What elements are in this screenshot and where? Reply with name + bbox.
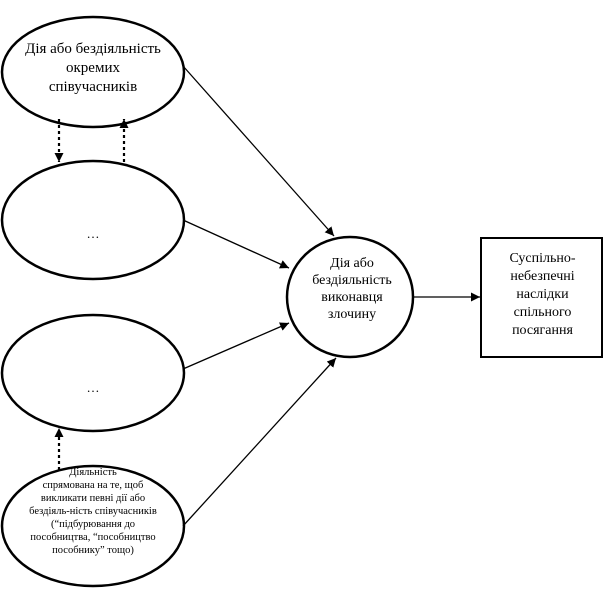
top-node-ellipse <box>0 15 186 129</box>
result-node-label: Суспільно- небезпечні наслідки спільного… <box>509 251 576 338</box>
middle-node-2-ellipse <box>0 313 186 433</box>
top-node-label: Дія або бездіяльність окремих співучасни… <box>25 41 161 95</box>
bottom-node-label: Діяльність спрямована на те, щоб виклика… <box>29 467 157 556</box>
arrow-bottom-to-center <box>182 357 337 527</box>
result-node-box <box>480 237 603 358</box>
center-node-label: Дія або бездіяльність виконавця злочину <box>312 256 392 322</box>
middle-node-2-label: … <box>86 380 100 395</box>
arrow-middle1-to-center <box>182 219 290 269</box>
arrow-middle2-to-center <box>182 322 290 370</box>
arrow-top-to-center <box>182 65 335 237</box>
middle-node-1-ellipse <box>0 159 186 281</box>
middle-node-1-label: … <box>86 226 100 241</box>
bottom-node-ellipse <box>0 464 186 588</box>
